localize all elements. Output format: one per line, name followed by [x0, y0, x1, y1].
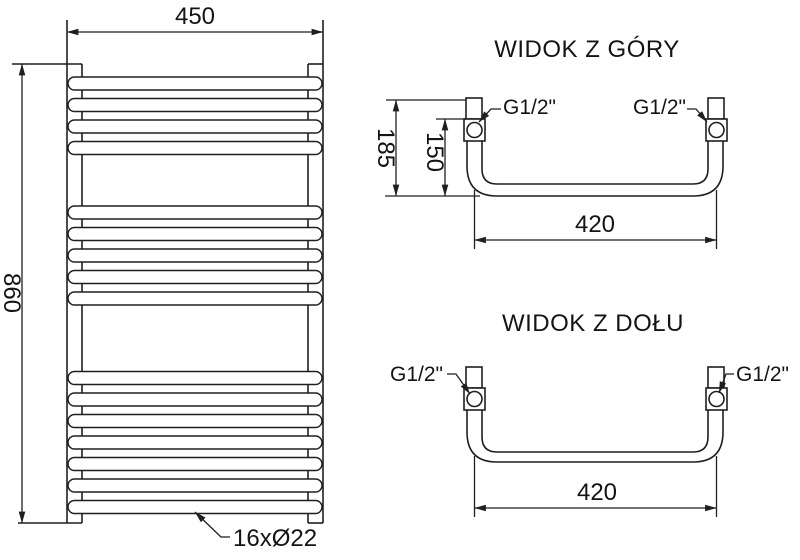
rail-tube: [67, 76, 323, 91]
thread-callout-top-right: G1/2": [633, 96, 708, 123]
rail-tube: [67, 205, 323, 220]
dim-spacing-bottom-view: 420: [473, 456, 718, 517]
bottom-view-tube-inner: [481, 410, 709, 453]
dim-depth-total: 185: [372, 99, 480, 197]
dim-width: 450: [66, 3, 324, 36]
dim-depth-total-label: 185: [372, 128, 399, 168]
rail-tube: [67, 248, 323, 263]
rail-tube: [67, 456, 323, 472]
tube-count-leader: [194, 511, 230, 538]
top-view-title: WIDOK Z GÓRY: [494, 36, 680, 63]
dim-spacing-bottom-label: 420: [577, 479, 617, 506]
bottom-view-tube-outer: [466, 410, 724, 463]
dim-width-label: 450: [175, 3, 215, 30]
tube-count-label: 16xØ22: [233, 525, 317, 552]
thread-label-bottom-left: G1/2": [390, 363, 443, 386]
front-view: 450 860 16xØ22: [0, 3, 324, 552]
rail-tube: [67, 478, 323, 493]
thread-leader-top-right: [687, 108, 708, 123]
tube-count-callout: 16xØ22: [194, 511, 317, 552]
rail-tube: [67, 413, 323, 429]
bottom-view: WIDOK Z DOŁU 420 G1/2" G1/2": [390, 310, 789, 517]
thread-label-top-right: G1/2": [633, 96, 686, 119]
rail-tube: [67, 291, 323, 306]
top-view: WIDOK Z GÓRY 185 150 420: [372, 36, 728, 249]
thread-callout-bottom-left: G1/2": [390, 363, 471, 395]
top-view-tube-inner: [481, 141, 709, 185]
top-view-stub-left: [465, 97, 483, 120]
dim-spacing-top-view: 420: [473, 190, 718, 249]
top-view-tube-outer: [466, 141, 724, 197]
rail-tube: [67, 119, 323, 134]
rail-tube: [67, 435, 323, 450]
dim-depth-axis: 150: [421, 118, 466, 197]
rail-tube: [67, 140, 323, 156]
rail-tube: [67, 226, 323, 242]
thread-callout-top-left: G1/2": [478, 96, 556, 123]
bottom-view-stub-left: [465, 366, 483, 389]
rail-tube: [67, 499, 323, 515]
thread-callout-bottom-right: G1/2": [718, 363, 789, 394]
dim-height-label: 860: [0, 273, 25, 313]
dim-depth-axis-label: 150: [421, 132, 448, 172]
bottom-view-fitting-right-circle: [708, 390, 725, 408]
top-view-fitting-right-circle: [708, 121, 725, 139]
top-view-stub-right: [707, 97, 725, 120]
bottom-view-title: WIDOK Z DOŁU: [502, 310, 684, 337]
thread-leader-bottom-right: [718, 373, 734, 394]
dim-height: 860: [0, 63, 26, 524]
top-view-fitting-left-circle: [466, 121, 483, 139]
thread-leader-top-left: [478, 108, 501, 123]
thread-label-bottom-right: G1/2": [736, 363, 789, 386]
bottom-view-fitting-left-circle: [466, 390, 483, 408]
rail-tube: [67, 97, 323, 113]
rail-tube: [67, 269, 323, 285]
rail-tubes: [67, 76, 323, 515]
dim-spacing-label: 420: [575, 211, 615, 238]
rail-tube: [67, 370, 323, 386]
thread-leader-bottom-left: [447, 373, 471, 395]
rail-tube: [67, 392, 323, 407]
thread-label-top-left: G1/2": [503, 96, 556, 119]
